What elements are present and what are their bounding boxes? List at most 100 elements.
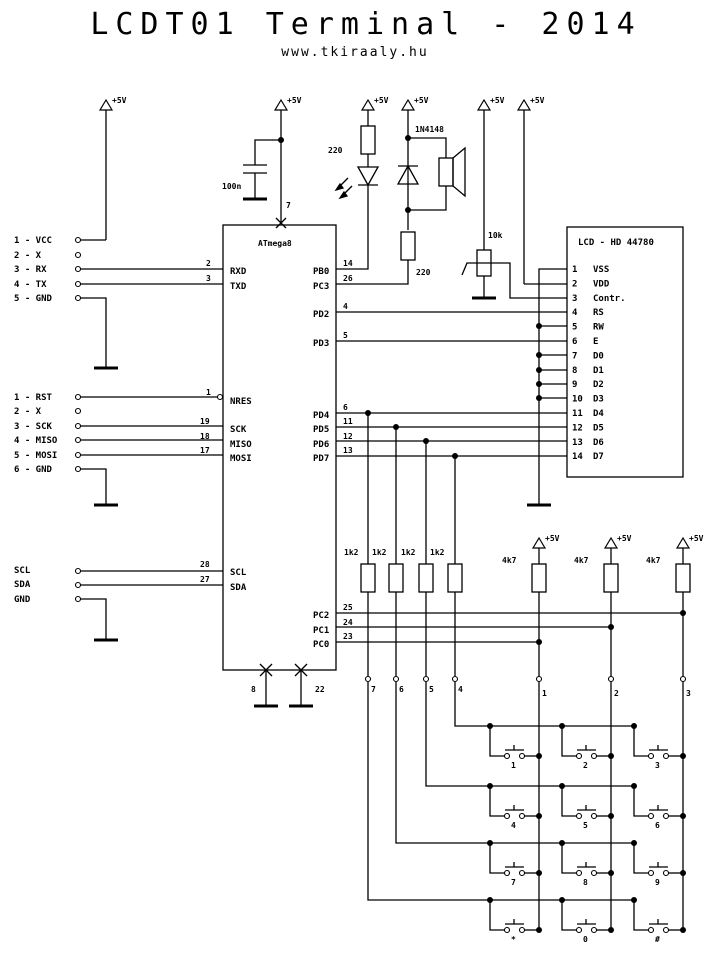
lcd-pin-9-name: D2 xyxy=(593,380,604,390)
pin-miso-num: 18 xyxy=(200,432,210,441)
pin-pd7-num: 13 xyxy=(343,446,353,455)
key-label: 2 xyxy=(583,761,588,770)
key-switch: 2 xyxy=(559,723,614,770)
key-label: 0 xyxy=(583,935,588,944)
key-switch: 7 xyxy=(487,840,542,887)
pin-pd4-name: PD4 xyxy=(313,411,330,421)
key-switch: * xyxy=(487,897,542,944)
pin-rxd-name: RXD xyxy=(230,267,247,277)
isp-pin-2: 2 - X xyxy=(14,407,42,417)
mcu-right-pins: PB0 14 PC3 26 PD2 4 PD3 5 PD4 6 PD5 11 P… xyxy=(313,259,353,650)
lcd-supply: +5V xyxy=(517,96,567,285)
lcd-pin-3-num: 3 xyxy=(572,294,577,304)
pin-nres-name: NRES xyxy=(230,397,252,407)
spk-supply-label: +5V xyxy=(414,96,429,105)
serial-connector: 1 - VCC 2 - X 3 - RX 4 - TX 5 - GND +5V xyxy=(14,96,223,370)
row-term-2: 2 xyxy=(614,689,619,698)
serial-pin-5: 5 - GND xyxy=(14,294,53,304)
lcd-pin-6-num: 6 xyxy=(572,337,577,347)
pin-mosi-name: MOSI xyxy=(230,454,252,464)
lcd-name: LCD - HD 44780 xyxy=(578,238,654,248)
pin-sck-name: SCK xyxy=(230,425,247,435)
pin-pb0-name: PB0 xyxy=(313,267,329,277)
key-label: 9 xyxy=(655,878,660,887)
pin-pd7-name: PD7 xyxy=(313,454,329,464)
row-res-3: 4k7 xyxy=(646,556,661,565)
pin-pd3-num: 5 xyxy=(343,331,348,340)
isp-pin-4: 4 - MISO xyxy=(14,436,58,446)
isp-connector: 1 - RST 2 - X 3 - SCK 4 - MISO 5 - MOSI … xyxy=(14,393,224,507)
lcd-pin-1-name: VSS xyxy=(593,265,609,275)
key-switch: 4 xyxy=(487,783,542,830)
pin-pd3-name: PD3 xyxy=(313,339,329,349)
pin-pd5-num: 11 xyxy=(343,417,353,426)
i2c-gnd-label: GND xyxy=(14,595,31,605)
i2c-scl-label: SCL xyxy=(14,566,31,576)
lcd-pin-11-name: D4 xyxy=(593,409,604,419)
isp-pin-5: 5 - MOSI xyxy=(14,451,57,461)
pin-pc0-num: 23 xyxy=(343,632,353,641)
lcd-supply-label: +5V xyxy=(530,96,545,105)
pin-miso-name: MISO xyxy=(230,440,252,450)
lcd-pin-1-num: 1 xyxy=(572,265,577,275)
led-res-label: 220 xyxy=(328,146,343,155)
diagram-title: LCDT01 Terminal - 2014 xyxy=(90,7,641,42)
key-switch: 3 xyxy=(631,723,686,770)
serial-pin-3: 3 - RX xyxy=(14,265,47,275)
key-label: # xyxy=(655,935,660,944)
key-switch: 9 xyxy=(631,840,686,887)
pin-rxd-num: 2 xyxy=(206,259,211,268)
pin-pb0-num: 14 xyxy=(343,259,353,268)
pin-pd4-num: 6 xyxy=(343,403,348,412)
lcd-pin-12-name: D5 xyxy=(593,423,604,433)
pin-pd6-name: PD6 xyxy=(313,440,329,450)
lcd-pin-4-num: 4 xyxy=(572,308,578,318)
key-label: * xyxy=(511,935,516,944)
pin-pc1-num: 24 xyxy=(343,618,353,627)
lcd-pin-9-num: 9 xyxy=(572,380,577,390)
lcd-pin-13-num: 13 xyxy=(572,438,583,448)
lcd-pin-5-name: RW xyxy=(593,323,604,333)
lcd-pin-8-num: 8 xyxy=(572,366,577,376)
pin-sda-num: 27 xyxy=(200,575,210,584)
i2c-connector: SCL SDA GND xyxy=(14,566,223,642)
col-res-3: 1k2 xyxy=(401,548,416,557)
key-label: 1 xyxy=(511,761,516,770)
lcd-pin-7-name: D0 xyxy=(593,351,604,361)
cap-label: 100n xyxy=(222,182,241,191)
key-switch: 5 xyxy=(559,783,614,830)
isp-pin-6: 6 - GND xyxy=(14,465,53,475)
led-circuit: +5V 220 xyxy=(328,96,389,270)
speaker-circuit: +5V 1N4148 220 xyxy=(336,96,466,285)
key-switch: 6 xyxy=(631,783,686,830)
pin-pd2-name: PD2 xyxy=(313,310,329,320)
lcd-pin-2-num: 2 xyxy=(572,279,577,289)
row-supply-2: +5V xyxy=(617,534,632,543)
lcd-pin-8-name: D1 xyxy=(593,366,604,376)
pot-supply-label: +5V xyxy=(490,96,505,105)
lcd-pin-3-name: Contr. xyxy=(593,294,626,304)
lcd-pin-10-name: D3 xyxy=(593,395,604,405)
pin-txd-name: TXD xyxy=(230,282,247,292)
row-term-3: 3 xyxy=(686,689,691,698)
lcd-pin-11-num: 11 xyxy=(572,409,583,419)
pin-pd5-name: PD5 xyxy=(313,425,329,435)
lcd-pin-14-num: 14 xyxy=(572,452,583,462)
lcd-pin-5-num: 5 xyxy=(572,323,577,333)
row-res-1: 4k7 xyxy=(502,556,517,565)
pin-sck-num: 19 xyxy=(200,417,210,426)
pin-pc2-name: PC2 xyxy=(313,611,329,621)
pin-vcc-num: 7 xyxy=(286,201,291,210)
key-label: 8 xyxy=(583,878,588,887)
mcu-left-pins: 2 RXD 3 TXD 1 NRES 19 SCK 18 MISO 17 MOS… xyxy=(200,259,252,593)
key-switch: 0 xyxy=(559,897,614,944)
diode-label: 1N4148 xyxy=(415,125,444,134)
col-term-4: 4 xyxy=(458,685,463,694)
key-switch: # xyxy=(631,897,686,944)
mcu-ground: 8 22 xyxy=(251,663,325,708)
row-term-1: 1 xyxy=(542,689,547,698)
pin-txd-num: 3 xyxy=(206,274,211,283)
pin-pc3-num: 26 xyxy=(343,274,353,283)
mcu-supply: +5V 7 100n xyxy=(222,96,302,229)
